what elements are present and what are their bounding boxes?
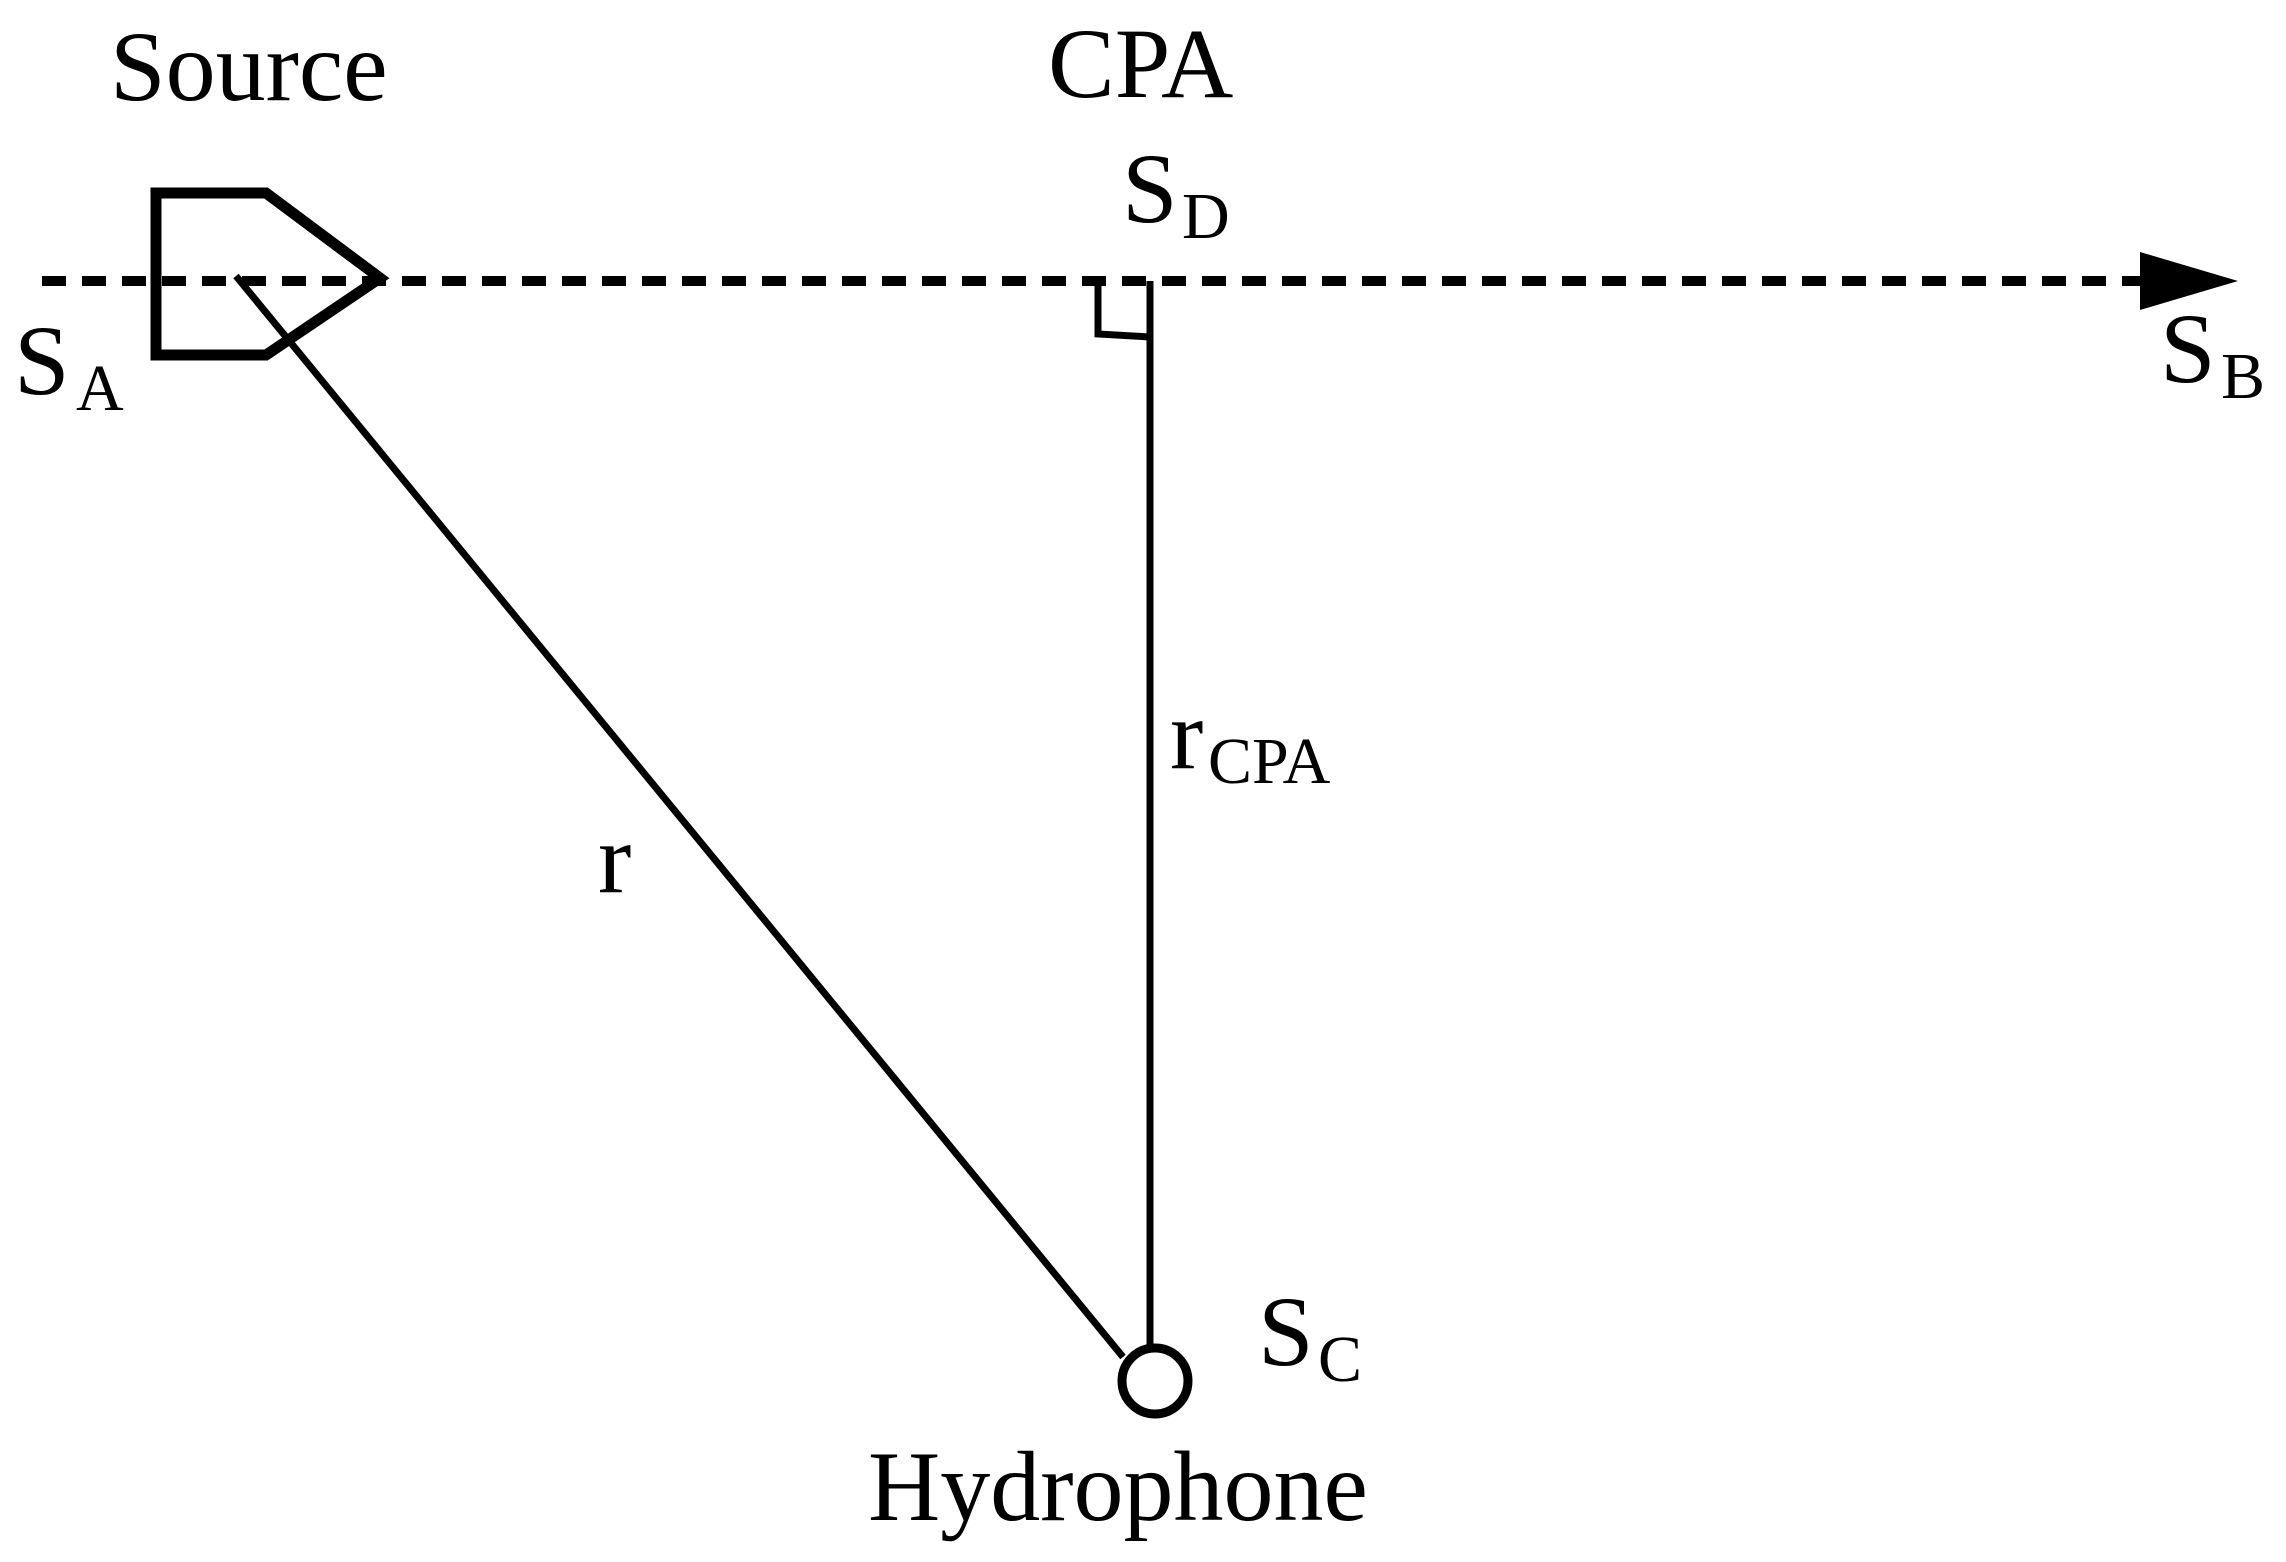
sd-label: S D (1122, 133, 1230, 253)
r-cpa-label: r CPA (1170, 679, 1331, 798)
cpa-label: CPA (1048, 8, 1233, 119)
r-cpa-subscript: CPA (1208, 725, 1331, 798)
source-label: Source (110, 11, 388, 122)
slant-range-r-label: r (598, 803, 631, 914)
sb-label: S B (2160, 293, 2265, 413)
sd-subscript: D (1182, 180, 1230, 253)
hydrophone-icon (1117, 1343, 1193, 1419)
sa-base: S (14, 305, 70, 416)
sd-base: S (1122, 133, 1178, 244)
slant-range-line (233, 273, 1126, 1360)
sb-subscript: B (2221, 340, 2265, 413)
track-arrowhead-icon (2140, 252, 2238, 310)
sc-label: S C (1258, 1276, 1362, 1396)
right-angle-marker (1094, 284, 1151, 341)
sc-subscript: C (1318, 1323, 1362, 1396)
sa-label: S A (14, 305, 124, 425)
sc-base: S (1258, 1276, 1314, 1387)
hydrophone-label: Hydrophone (868, 1431, 1368, 1542)
r-cpa-base: r (1170, 679, 1203, 790)
sb-base: S (2160, 293, 2216, 404)
sa-subscript: A (76, 352, 124, 425)
source-ship-icon (150, 187, 390, 361)
